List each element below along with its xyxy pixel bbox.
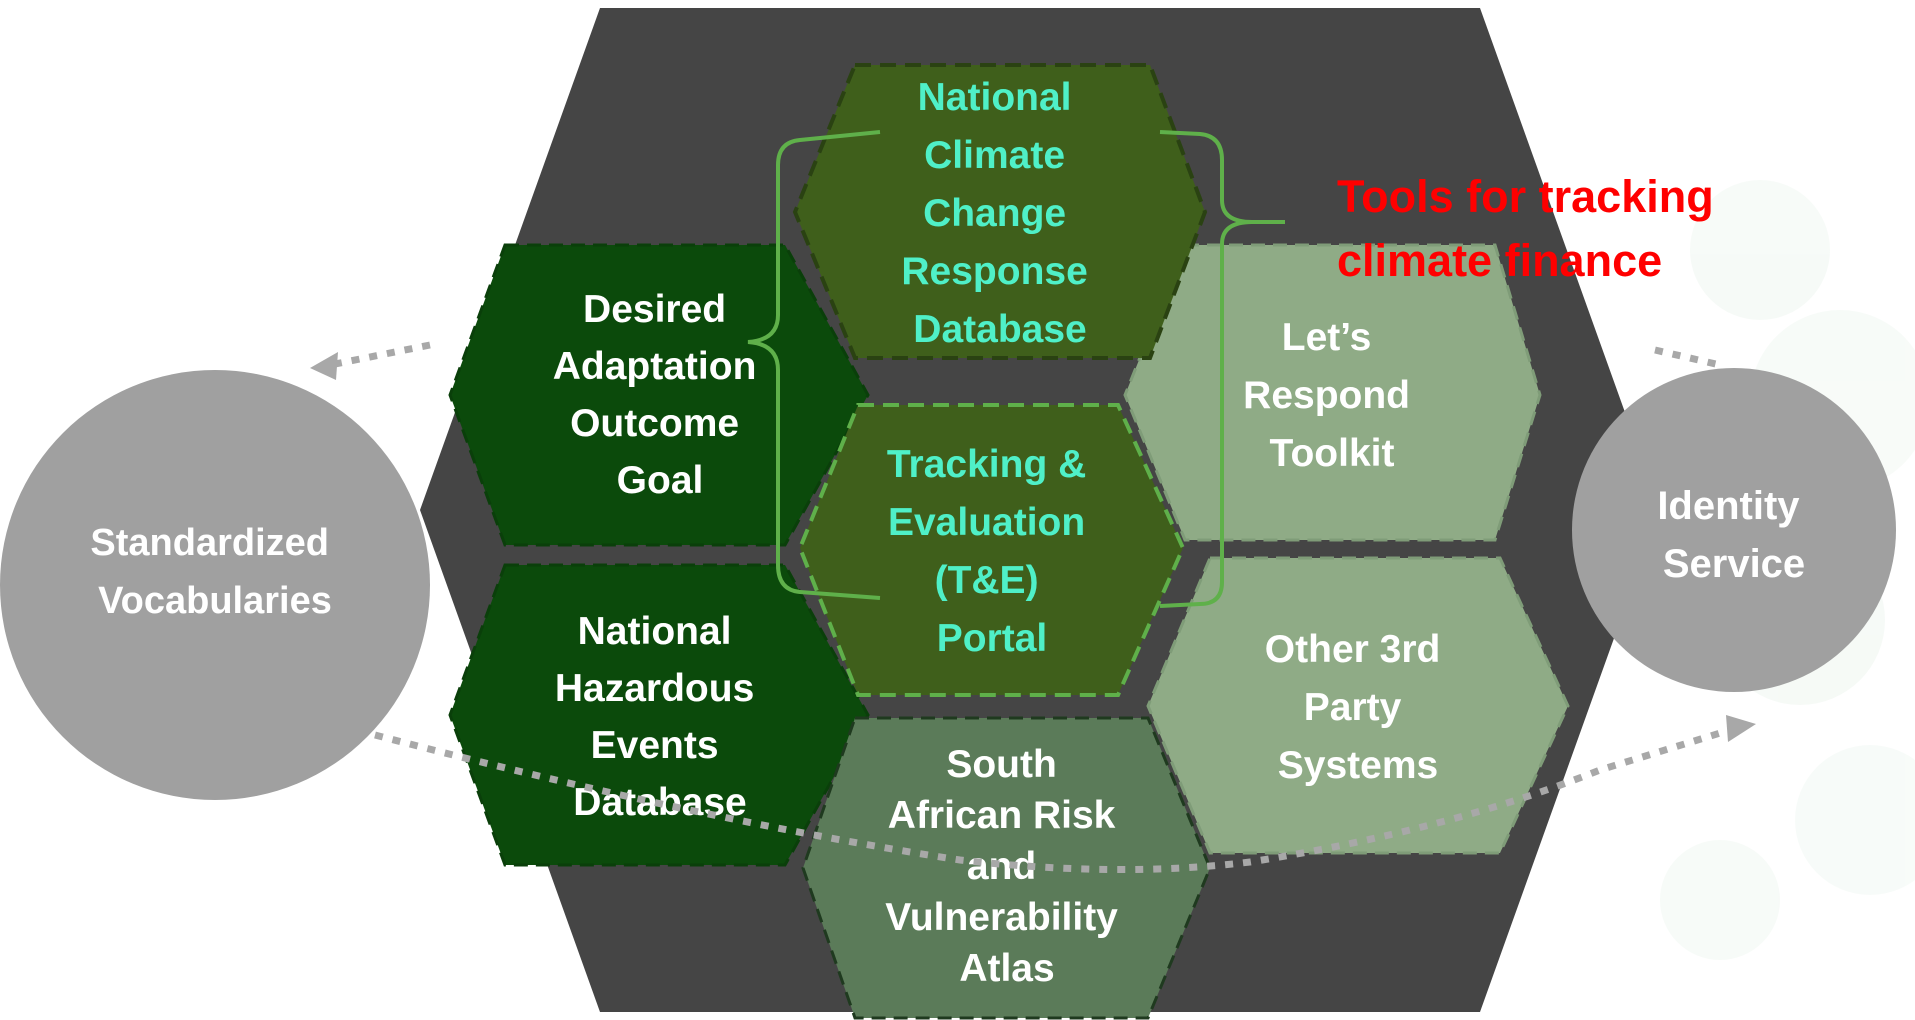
nccrd-label-line: Climate — [924, 134, 1065, 177]
dotted-connectors — [310, 341, 1756, 874]
risk-atlas-hexagon: South African Risk and Vulnerability Atl… — [801, 716, 1212, 1020]
te-portal-label-line: (T&E) — [935, 559, 1039, 602]
connector-vocab-to-hex — [329, 341, 431, 369]
hazardous-events-label-line: Hazardous — [555, 667, 754, 710]
lets-respond-label-line: Respond — [1243, 374, 1410, 417]
third-party-label-line: Other 3rd — [1265, 628, 1441, 671]
risk-atlas-label-line: and — [967, 845, 1036, 888]
identity-label: Identity Service — [1657, 484, 1810, 586]
lets-respond-label: Let’s Respond Toolkit — [1243, 316, 1421, 475]
lets-respond-label-line: Let’s — [1282, 316, 1372, 359]
third-party-hexagon: Other 3rd Party Systems — [1146, 556, 1570, 855]
vocabularies-label: Standardized Vocabularies — [90, 522, 339, 622]
vocabularies-circle: Standardized Vocabularies — [0, 370, 430, 800]
hazardous-events-label-line: National — [578, 610, 732, 653]
lets-respond-hexagon: Let’s Respond Toolkit — [1123, 243, 1542, 542]
desired-adaptation-label-line: Outcome — [570, 402, 739, 445]
nccrd-label-line: National — [918, 76, 1072, 119]
nccrd-hexagon: National Climate Change Response Databas… — [792, 63, 1208, 360]
risk-atlas-label-line: South — [946, 743, 1056, 786]
nccrd-label-line: Database — [913, 308, 1086, 351]
vocabularies-label-line: Standardized — [90, 522, 329, 564]
risk-atlas-label: South African Risk and Vulnerability Atl… — [885, 743, 1128, 990]
third-party-label-line: Party — [1304, 686, 1402, 729]
desired-adaptation-label-line: Desired — [583, 288, 726, 331]
desired-adaptation-hexagon: Desired Adaptation Outcome Goal — [448, 243, 870, 547]
left-bracket — [747, 130, 881, 600]
arrowhead-right — [1726, 715, 1756, 742]
identity-label-line: Identity — [1657, 484, 1800, 528]
te-portal-label: Tracking & Evaluation (T&E) Portal — [887, 443, 1097, 660]
desired-adaptation-label: Desired Adaptation Outcome Goal — [553, 288, 768, 502]
nccrd-label: National Climate Change Response Databas… — [901, 76, 1098, 351]
connector-vocab-to-identity — [374, 726, 1732, 874]
identity-label-line: Service — [1663, 542, 1805, 586]
connector-identity-top — [1654, 346, 1721, 369]
desired-adaptation-label-line: Goal — [617, 459, 704, 502]
te-portal-label-line: Evaluation — [888, 501, 1085, 544]
callout-line: Tools for tracking — [1337, 171, 1714, 222]
risk-atlas-label-line: Vulnerability — [885, 896, 1118, 939]
identity-circle: Identity Service — [1572, 368, 1896, 692]
nccrd-label-line: Change — [923, 192, 1066, 235]
vocabularies-label-line: Vocabularies — [98, 580, 332, 622]
risk-atlas-label-line: Atlas — [959, 947, 1054, 990]
te-portal-label-line: Portal — [937, 617, 1048, 660]
risk-atlas-label-line: African Risk — [888, 794, 1116, 837]
hazardous-events-hexagon: National Hazardous Events Database — [448, 563, 870, 867]
lets-respond-label-line: Toolkit — [1270, 432, 1395, 475]
right-bracket — [1159, 130, 1285, 608]
nccrd-label-line: Response — [901, 250, 1087, 293]
hazardous-events-label: National Hazardous Events Database — [555, 610, 765, 824]
finance-tools-callout: Tools for tracking climate finance — [1337, 171, 1726, 286]
desired-adaptation-label-line: Adaptation — [553, 345, 757, 388]
third-party-label: Other 3rd Party Systems — [1265, 628, 1451, 787]
arrowhead-left — [310, 352, 338, 380]
hazardous-events-label-line: Events — [591, 724, 719, 767]
callout-line: climate finance — [1337, 235, 1662, 286]
te-portal-label-line: Tracking & — [887, 443, 1086, 486]
third-party-label-line: Systems — [1278, 744, 1438, 787]
te-portal-hexagon: Tracking & Evaluation (T&E) Portal — [797, 403, 1186, 697]
